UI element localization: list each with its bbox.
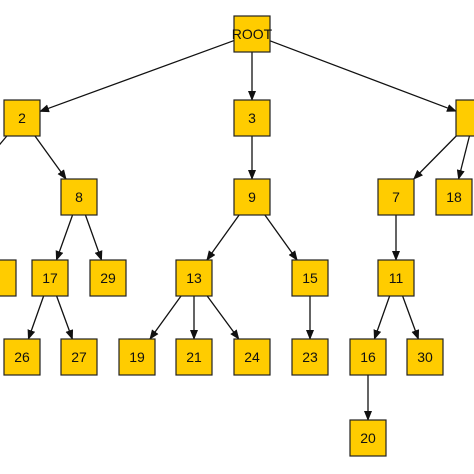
node-box (0, 259, 17, 297)
node-box (377, 259, 415, 297)
edge-root-to-nR (269, 40, 457, 112)
tree-node-nL (0, 259, 17, 297)
tree-node-root: ROOT (232, 15, 273, 53)
tree-node-9: 9 (233, 178, 271, 216)
edge-n2-to-n8 (34, 135, 67, 180)
tree-node-19: 19 (118, 338, 156, 376)
edge-n11-to-n30 (401, 295, 420, 340)
node-label: 11 (389, 270, 404, 286)
node-box (435, 178, 473, 216)
tree-node-24: 24 (233, 338, 271, 376)
edge-n11-to-n16 (373, 295, 391, 340)
tree-node-7: 7 (377, 178, 415, 216)
node-box (89, 259, 127, 297)
node-box (31, 259, 69, 297)
edge-n8-to-n17 (55, 214, 74, 261)
tree-node-23: 23 (291, 338, 329, 376)
tree-node-17: 17 (31, 259, 69, 297)
node-label: 17 (42, 270, 58, 286)
node-box (233, 338, 271, 376)
node-label: 7 (392, 189, 400, 205)
node-box (349, 338, 387, 376)
node-box (3, 99, 41, 137)
node-box (3, 338, 41, 376)
node-label: 9 (248, 189, 256, 205)
edge-nR-to-n18 (456, 135, 471, 180)
node-label: 8 (75, 189, 83, 205)
node-label: 18 (446, 189, 462, 205)
node-box (175, 259, 213, 297)
tree-node-21: 21 (175, 338, 213, 376)
node-box (291, 338, 329, 376)
tree-node-11: 11 (377, 259, 415, 297)
node-label: ROOT (232, 26, 273, 42)
edge-n9-to-n15 (264, 214, 298, 261)
tree-node-8: 8 (60, 178, 98, 216)
node-box (349, 419, 387, 457)
node-box (233, 15, 271, 53)
node-box (233, 178, 271, 216)
edge-n17-to-n27 (55, 295, 74, 340)
edge-n2-to-offL (0, 135, 8, 146)
node-label: 27 (71, 349, 87, 365)
node-label: 20 (360, 430, 376, 446)
tree-node-18: 18 (435, 178, 473, 216)
tree-node-3: 3 (233, 99, 271, 137)
edge-root-to-n2 (39, 39, 235, 113)
node-label: 23 (302, 349, 318, 365)
edge-n9-to-n13 (206, 214, 240, 261)
node-label: 2 (18, 110, 26, 126)
edges-layer (0, 39, 471, 421)
node-box (455, 99, 474, 137)
node-label: 15 (302, 270, 318, 286)
node-label: 19 (129, 349, 145, 365)
node-label: 24 (244, 349, 260, 365)
node-box (118, 338, 156, 376)
node-label: 29 (100, 270, 116, 286)
node-box (175, 338, 213, 376)
tree-node-16: 16 (349, 338, 387, 376)
tree-node-2: 2 (3, 99, 41, 137)
node-label: 16 (360, 349, 376, 365)
tree-node-15: 15 (291, 259, 329, 297)
node-label: 26 (14, 349, 30, 365)
node-box (60, 178, 98, 216)
tree-node-26: 26 (3, 338, 41, 376)
node-label: 21 (186, 349, 202, 365)
edge-n17-to-n26 (27, 295, 45, 340)
node-label: 13 (186, 270, 202, 286)
node-box (291, 259, 329, 297)
node-label: 30 (417, 349, 433, 365)
tree-node-27: 27 (60, 338, 98, 376)
node-box (377, 178, 415, 216)
edge-n13-to-n24 (206, 295, 240, 340)
edge-n13-to-n19 (149, 295, 182, 340)
node-box (233, 99, 271, 137)
tree-node-30: 30 (406, 338, 444, 376)
tree-node-20: 20 (349, 419, 387, 457)
node-box (60, 338, 98, 376)
node-label: 3 (248, 110, 256, 126)
edge-n8-to-n29 (84, 214, 103, 261)
node-box (406, 338, 444, 376)
tree-node-29: 29 (89, 259, 127, 297)
tree-node-nR (455, 99, 474, 137)
edge-nR-to-n7 (413, 135, 457, 180)
tree-node-13: 13 (175, 259, 213, 297)
